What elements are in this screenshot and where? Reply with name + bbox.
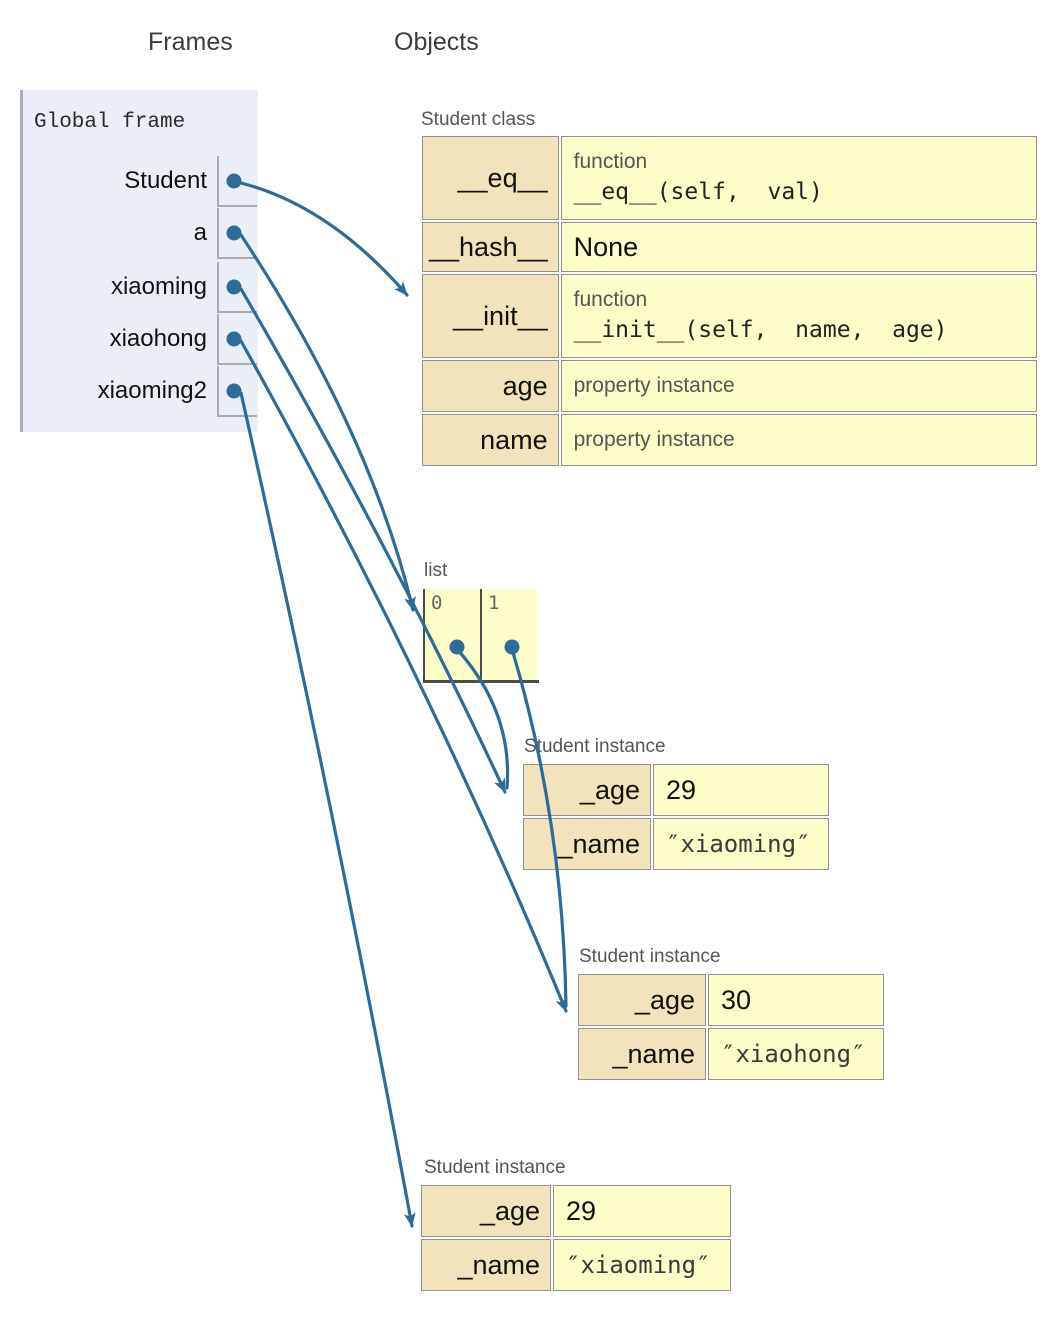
field-value-cell: ″xiaohong″ [708, 1028, 884, 1080]
attr-value-cell: function __init__(self, name, age) [560, 274, 1037, 358]
attr-value-cell: property instance [560, 360, 1037, 412]
field-value-cell: 29 [553, 1185, 731, 1237]
global-frame-title: Global frame [34, 111, 186, 134]
instance-label: Student instance [524, 736, 666, 757]
frame-var-value-cell [217, 314, 257, 365]
property-type-label: property instance [573, 427, 735, 451]
frame-var-name: xiaoming2 [97, 377, 207, 404]
pointer-arrow-xiaoming2-to-instance3 [239, 391, 416, 1228]
attr-value: None [573, 231, 639, 262]
class-attr-row: __eq__ function __eq__(self, val) [422, 136, 1037, 220]
attr-value-cell: None [560, 222, 1037, 272]
field-value: ″xiaohong″ [721, 1040, 866, 1068]
class-attr-row: __init__ function __init__(self, name, a… [422, 274, 1037, 358]
frame-var-value-cell [217, 262, 257, 313]
attr-name-cell: __hash__ [422, 222, 559, 272]
field-value-cell: ″xiaoming″ [553, 1239, 731, 1291]
global-frame [20, 90, 258, 432]
class-attr-row: age property instance [422, 360, 1037, 412]
student-class-label: Student class [421, 109, 536, 130]
attr-name-cell: __eq__ [422, 136, 559, 220]
class-attr-row: name property instance [422, 414, 1037, 466]
field-value: 29 [666, 774, 697, 805]
field-name-cell: _age [421, 1185, 551, 1237]
objects-header: Objects [394, 28, 479, 56]
instance-field-row: _name ″xiaoming″ [421, 1239, 731, 1291]
instance-field-row: _name ″xiaohong″ [578, 1028, 884, 1080]
attr-value-cell: property instance [560, 414, 1037, 466]
list-table: 0 1 [423, 589, 539, 683]
pointer-arrow-student-to-class [239, 181, 409, 297]
instance-field-row: _age 30 [578, 974, 884, 1026]
class-attr-row: __hash__ None [422, 222, 1037, 272]
frame-var-name: Student [124, 167, 207, 194]
instance-label: Student instance [579, 946, 721, 967]
instance-table: _age 29 _name ″xiaoming″ [521, 762, 831, 872]
function-signature: __eq__(self, val) [573, 178, 823, 205]
field-value: ″xiaoming″ [566, 1251, 711, 1279]
instance-field-row: _age 29 [523, 764, 829, 816]
frame-var-name: xiaohong [109, 325, 207, 352]
field-value-cell: 30 [708, 974, 884, 1026]
field-name-cell: _name [421, 1239, 551, 1291]
function-type-label: function [573, 150, 648, 174]
frame-var-value-cell [217, 366, 257, 417]
property-type-label: property instance [573, 373, 735, 397]
instance-table: _age 30 _name ″xiaohong″ [576, 972, 886, 1082]
attr-name-cell: __init__ [422, 274, 559, 358]
attr-value-cell: function __eq__(self, val) [560, 136, 1037, 220]
instance-label: Student instance [424, 1157, 566, 1178]
frame-var-name: a [193, 219, 207, 246]
attr-name-cell: age [422, 360, 559, 412]
field-name-cell: _age [578, 974, 706, 1026]
frame-var-name: xiaoming [110, 273, 207, 300]
pointer-arrow-a-to-list [239, 233, 416, 612]
student-class-table: __eq__ function __eq__(self, val) __hash… [420, 134, 1039, 468]
attr-name-cell: name [422, 414, 559, 466]
list-index-label: 1 [488, 592, 500, 614]
field-value: ″xiaoming″ [666, 830, 811, 858]
frames-header: Frames [148, 28, 233, 56]
list-index-label: 0 [431, 592, 443, 614]
field-value-cell: ″xiaoming″ [653, 818, 829, 870]
field-name-cell: _age [523, 764, 651, 816]
list-cell: 0 [423, 589, 480, 680]
instance-table: _age 29 _name ″xiaoming″ [419, 1183, 733, 1293]
field-value: 30 [721, 984, 752, 1015]
instance-field-row: _name ″xiaoming″ [523, 818, 829, 870]
frame-var-value-cell [217, 208, 257, 259]
function-type-label: function [573, 288, 648, 312]
list-cell: 1 [480, 589, 537, 680]
instance-field-row: _age 29 [421, 1185, 731, 1237]
function-signature: __init__(self, name, age) [573, 316, 948, 343]
field-name-cell: _name [578, 1028, 706, 1080]
field-value: 29 [566, 1195, 597, 1226]
list-label: list [424, 560, 448, 581]
field-name-cell: _name [523, 818, 651, 870]
field-value-cell: 29 [653, 764, 829, 816]
frame-var-value-cell [217, 156, 257, 207]
